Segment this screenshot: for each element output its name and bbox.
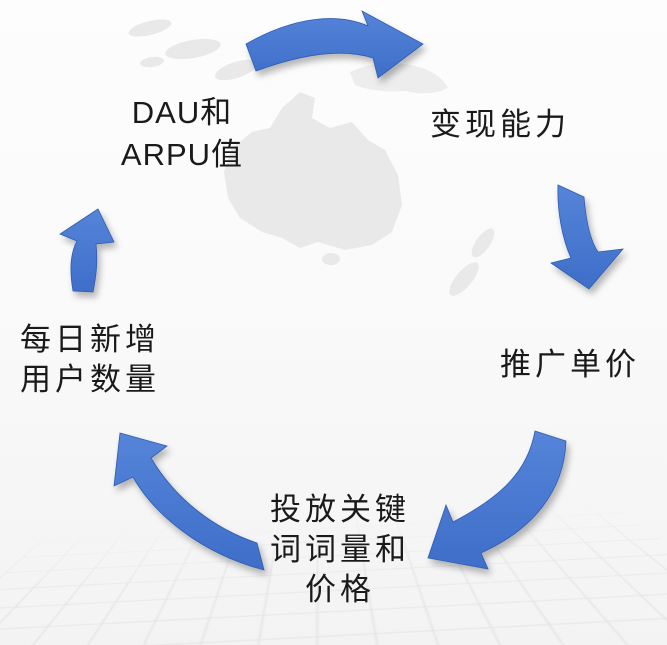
node-dau-arpu-label: DAU和 ARPU值 [62,92,302,176]
node-monetization-label: 变现能力 [390,104,610,146]
node-new-users-label: 每日新增 用户数量 [0,320,200,400]
arrow-right [551,185,623,289]
arrow-left [60,209,114,292]
node-promo-price-label: 推广单价 [460,344,667,386]
node-keywords-label: 投放关键 词词量和 价格 [230,490,450,610]
arrow-top [246,11,423,78]
